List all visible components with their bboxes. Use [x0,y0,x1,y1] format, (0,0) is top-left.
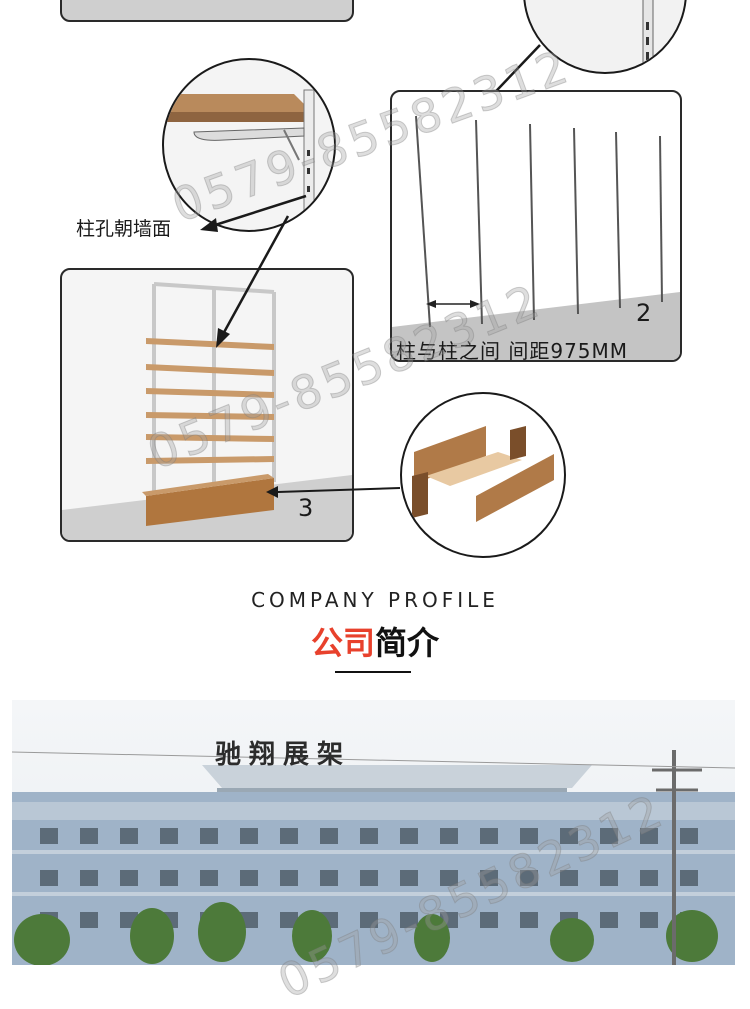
shelf-arrow [216,215,290,348]
company-profile-heading: COMPANY PROFILE [251,588,499,612]
assembled-shelf-panel [60,268,354,542]
hole-direction-arrow [200,194,307,232]
columns-drawing [392,115,680,360]
company-profile-chinese-heading: 公司简介 [0,618,750,664]
step-2-label: 2 [636,299,652,327]
building-sign: 驰翔展架 [215,740,352,770]
heading-red-part: 公司 [310,624,375,662]
step-3-label: 3 [298,494,314,522]
heading-black-part: 简介 [375,624,440,662]
bracket-detail-circle [162,58,336,232]
column-detail-drawing [642,0,654,72]
building-drawing [12,750,735,965]
column-spacing-label: 柱与柱之间 间距975MM [396,339,629,363]
factory-building-photo: 驰翔展架 [12,700,735,965]
box-pieces-drawing [412,426,554,522]
heading-underline [335,671,411,673]
column-spacing-panel [390,90,682,362]
hole-direction-label: 柱孔朝墙面 [76,218,172,240]
bracket-drawing [164,89,315,230]
box-pieces-circle [400,392,566,558]
box-arrow [266,486,401,498]
top-partial-panel [60,0,354,22]
